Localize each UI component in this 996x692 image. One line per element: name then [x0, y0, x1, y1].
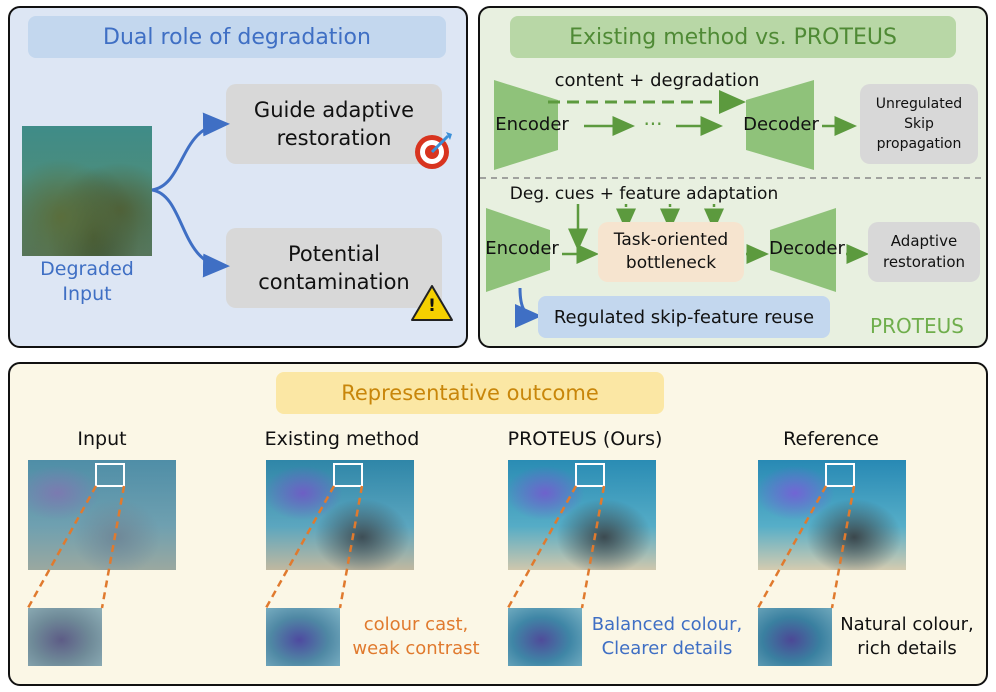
bottleneck-box: Task-oriented bottleneck — [598, 222, 744, 282]
decoder-bottom-shape — [770, 208, 836, 292]
existing-crop — [266, 608, 340, 666]
bottleneck-line-1: Task-oriented — [613, 230, 729, 250]
col-existing-label: Existing method — [264, 428, 420, 450]
arrow-to-guide — [151, 112, 230, 192]
comparison-title-pill: Existing method vs. PROTEUS — [510, 16, 956, 58]
note-proteus-1: Balanced colour, — [591, 614, 743, 635]
bottleneck-line-2: bottleneck — [625, 253, 717, 273]
unreg-line-1: Unregulated — [875, 96, 963, 112]
outcome-title-pill: Representative outcome — [276, 372, 664, 414]
input-crop — [28, 608, 102, 666]
warning-glyph: ! — [428, 296, 436, 316]
existing-image — [266, 460, 414, 570]
proteus-crop — [508, 608, 582, 666]
note-reference-2: rich details — [857, 638, 957, 659]
adaptive-restoration-box: Adaptive restoration — [868, 222, 980, 282]
skip-blue-arrow — [514, 287, 542, 328]
zoom-connectors — [26, 485, 856, 609]
dual-role-title-pill: Dual role of degradation — [28, 16, 446, 58]
encoder-top-label: Encoder — [495, 114, 569, 135]
decoder-top-shape — [746, 80, 814, 170]
proteus-zoom-box — [575, 463, 605, 487]
adaptive-line-1: Adaptive — [890, 232, 958, 250]
decoder-bottom-label: Decoder — [769, 238, 845, 259]
dots-label: ··· — [643, 112, 663, 136]
deg-cues-label: Deg. cues + feature adaptation — [509, 184, 779, 204]
decoder-top-label: Decoder — [743, 114, 819, 135]
proteus-tag: PROTEUS — [870, 314, 964, 338]
contam-line-1: Potential — [288, 242, 380, 266]
guide-line-2: restoration — [276, 126, 392, 150]
guide-line-1: Guide adaptive — [253, 98, 415, 122]
input-zoom-box — [95, 463, 125, 487]
degraded-input-image — [22, 126, 152, 256]
reference-image — [758, 460, 906, 570]
top-flow-label: content + degradation — [554, 70, 760, 91]
reference-zoom-box — [825, 463, 855, 487]
note-existing-1: colour cast, — [363, 614, 469, 635]
reference-crop — [758, 608, 832, 666]
encoder-top-shape — [494, 80, 558, 170]
contam-line-2: contamination — [258, 270, 410, 294]
regulated-skip-label: Regulated skip-feature reuse — [553, 306, 815, 328]
col-reference-label: Reference — [783, 428, 879, 450]
input-image — [28, 460, 176, 570]
panel-comparison — [478, 6, 988, 348]
col-input-label: Input — [77, 428, 127, 450]
encoder-bottom-label: Encoder — [485, 238, 559, 259]
unregulated-box: Unregulated Skip propagation — [860, 84, 978, 164]
degraded-label-1: Degraded — [40, 258, 134, 280]
col-proteus-label: PROTEUS (Ours) — [507, 428, 663, 450]
outcome-title: Representative outcome — [341, 381, 599, 405]
arrow-to-contam — [151, 188, 230, 278]
existing-zoom-box — [333, 463, 363, 487]
regulated-skip-box: Regulated skip-feature reuse — [538, 296, 830, 338]
contamination-box: Potential contamination — [226, 228, 442, 308]
warning-icon — [411, 285, 453, 321]
proteus-image — [508, 460, 656, 570]
dual-role-title: Dual role of degradation — [103, 24, 371, 50]
note-existing-2: weak contrast — [352, 638, 480, 659]
comparison-title: Existing method vs. PROTEUS — [569, 24, 897, 50]
target-icon — [415, 132, 452, 169]
degraded-label-2: Input — [62, 283, 112, 305]
note-proteus-2: Clearer details — [601, 638, 733, 659]
unreg-line-2: Skip — [904, 116, 934, 132]
unreg-line-3: propagation — [876, 136, 962, 152]
adaptive-line-2: restoration — [882, 253, 966, 271]
guide-adaptive-box: Guide adaptive restoration — [226, 84, 442, 164]
encoder-bottom-shape — [486, 208, 550, 292]
note-reference-1: Natural colour, — [840, 614, 974, 635]
